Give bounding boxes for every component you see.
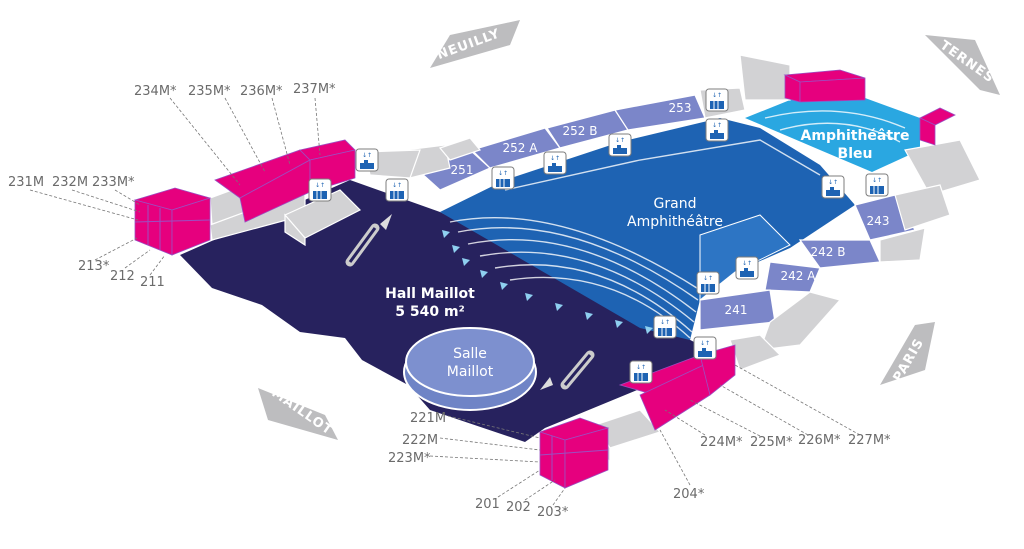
svg-text:↓↑: ↓↑ [315,182,325,189]
svg-text:231M: 231M [8,175,44,190]
room-241[interactable]: 241 [725,303,748,317]
escalator-icon [540,350,595,390]
svg-text:221M: 221M [410,411,446,426]
direction-ternes[interactable]: TERNES [925,35,1000,95]
room-253[interactable]: 253 [669,101,692,115]
callout-labels: 234M* 235M* 236M* 237M* 231M 232M 233M* … [8,82,891,520]
amphitheatre-bleu[interactable] [745,98,920,172]
grand-amphitheatre[interactable] [440,118,855,340]
svg-text:223M*: 223M* [388,451,431,466]
room-252b[interactable]: 252 B [563,124,598,138]
elevator-icon: ↓↑ [705,88,729,112]
svg-text:↓↑: ↓↑ [828,179,838,186]
elevator-icon: ↓↑ [308,178,332,202]
svg-text:203*: 203* [537,505,569,520]
svg-text:211: 211 [140,275,165,290]
svg-text:224M*: 224M* [700,435,743,450]
svg-text:202: 202 [506,500,531,515]
hall-name: Hall Maillot [385,286,475,302]
svg-text:213*: 213* [78,259,110,274]
lift-icon: ↓↑ [355,148,379,172]
bleu-label: Bleu [838,146,873,162]
svg-text:↓↑: ↓↑ [615,137,625,144]
svg-text:201: 201 [475,497,500,512]
lift-icon: ↓↑ [543,151,567,175]
elevator-icon: ↓↑ [865,173,889,197]
svg-text:↓↑: ↓↑ [872,177,882,184]
lift-icon: ↓↑ [821,175,845,199]
lift-icon: ↓↑ [705,118,729,142]
elevator-icon: ↓↑ [385,178,409,202]
ring-rooms [418,94,916,331]
salle-maillot[interactable]: Salle Maillot [403,327,537,411]
svg-text:Salle: Salle [453,346,487,362]
svg-text:↓↑: ↓↑ [700,340,710,347]
direction-neuilly[interactable]: NEUILLY [430,20,520,68]
svg-text:↓↑: ↓↑ [712,92,722,99]
svg-text:↓↑: ↓↑ [703,275,713,282]
pink-rooms [133,69,956,489]
entrance-markers [442,230,653,334]
svg-text:↓↑: ↓↑ [498,170,508,177]
svg-text:227M*: 227M* [848,433,891,448]
svg-text:232M: 232M [52,175,88,190]
svg-text:233M*: 233M* [92,175,135,190]
svg-text:234M*: 234M* [134,84,177,99]
leader-lines [29,97,861,506]
elevator-icon: ↓↑ [696,271,720,295]
room-251[interactable]: 251 [451,163,474,177]
lift-icon: ↓↑ [735,256,759,280]
svg-text:225M*: 225M* [750,435,793,450]
svg-text:222M: 222M [402,433,438,448]
svg-text:↓↑: ↓↑ [362,152,372,159]
svg-text:↓↑: ↓↑ [742,260,752,267]
svg-text:↓↑: ↓↑ [712,122,722,129]
lift-icon: ↓↑ [608,133,632,157]
elevator-icon: ↓↑ [629,360,653,384]
svg-text:212: 212 [110,269,135,284]
svg-text:↓↑: ↓↑ [660,319,670,326]
svg-text:↓↑: ↓↑ [550,155,560,162]
svg-text:Maillot: Maillot [447,364,494,380]
room-242a[interactable]: 242 A [781,269,817,283]
grand-amphi-label: Grand [654,196,697,212]
lift-icon: ↓↑ [693,336,717,360]
room-243[interactable]: 243 [867,214,890,228]
svg-text:235M*: 235M* [188,84,231,99]
grand-amphi-label: Amphithéâtre [627,214,723,230]
svg-text:237M*: 237M* [293,82,336,97]
svg-text:↓↑: ↓↑ [636,364,646,371]
escalator-icon [345,214,392,267]
elevator-icon: ↓↑ [653,315,677,339]
room-252a[interactable]: 252 A [503,141,539,155]
elevator-icon: ↓↑ [491,166,515,190]
svg-text:↓↑: ↓↑ [392,182,402,189]
hall-size: 5 540 m² [395,304,464,320]
direction-maillot[interactable]: MAILLOT [258,386,338,440]
svg-text:204*: 204* [673,487,705,502]
bleu-label: Amphithéâtre [801,128,910,144]
svg-text:236M*: 236M* [240,84,283,99]
svg-text:226M*: 226M* [798,433,841,448]
direction-paris[interactable]: PARIS [880,322,935,385]
room-242b[interactable]: 242 B [811,245,846,259]
